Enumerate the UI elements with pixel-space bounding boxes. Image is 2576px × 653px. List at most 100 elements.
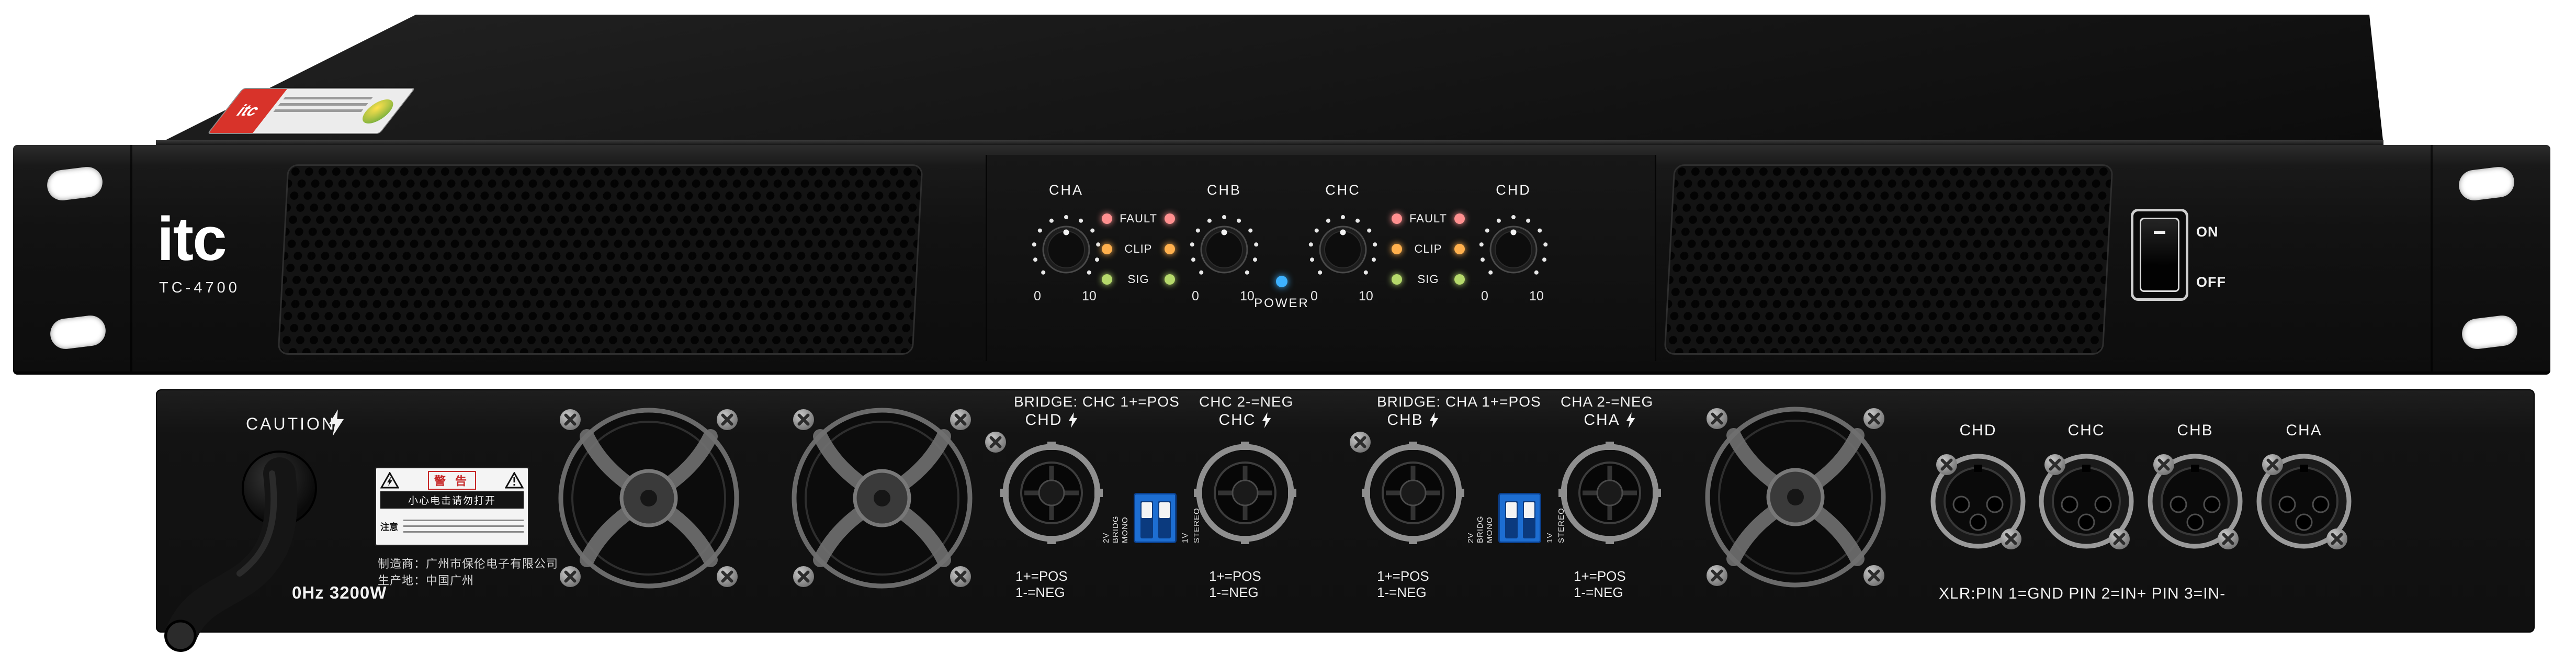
- caution-label: CAUTION: [246, 414, 336, 433]
- knob-scale-min: 0: [1192, 289, 1199, 303]
- screw: [793, 409, 814, 430]
- warning-subtitle: 小心电击请勿打开: [380, 491, 524, 509]
- rocker-on-mark: [2154, 231, 2165, 234]
- cooling-fan: [1701, 403, 1890, 591]
- channel-label-chb: CHB: [1206, 182, 1241, 198]
- led-cluster-ab: FAULT CLIP SIG: [1102, 211, 1175, 290]
- clip-led: [1454, 244, 1465, 254]
- speakon-connector-cha[interactable]: [1557, 441, 1662, 545]
- signal-led: [1392, 274, 1402, 285]
- mode-dip-switch-cd[interactable]: [1134, 493, 1177, 543]
- fault-led: [1392, 213, 1402, 224]
- left-ear-seam: [130, 145, 132, 371]
- brand-logo: itc: [157, 205, 227, 274]
- knob-scale-min: 0: [1481, 289, 1488, 303]
- cooling-fan: [555, 404, 743, 592]
- clip-led-label: CLIP: [1414, 242, 1442, 255]
- bridge-note-cd: BRIDGE: CHC 1+=POS: [1014, 393, 1180, 410]
- led-cluster-cd: FAULT CLIP SIG: [1392, 211, 1465, 290]
- screw: [560, 409, 581, 430]
- hazard-bolt-icon: [1429, 412, 1439, 428]
- speakon-connector-chd[interactable]: [999, 441, 1104, 545]
- xlr-pinout-note: XLR:PIN 1=GND PIN 2=IN+ PIN 3=IN-: [1939, 585, 2226, 602]
- screw: [1350, 432, 1371, 453]
- screw: [717, 409, 738, 430]
- speakon-label-cha: CHA: [1557, 411, 1662, 429]
- chassis-top-surface: [156, 15, 2383, 145]
- screw: [717, 566, 738, 587]
- warning-fine-print: [403, 515, 524, 537]
- signal-led-label: SIG: [1127, 273, 1149, 286]
- screw: [950, 409, 971, 430]
- warning-title: 警 告: [427, 471, 477, 490]
- signal-led: [1102, 274, 1112, 285]
- signal-led: [1454, 274, 1465, 285]
- screw: [2218, 528, 2239, 549]
- screw: [793, 566, 814, 587]
- clip-led: [1392, 244, 1402, 254]
- knob-scale-min: 0: [1034, 289, 1041, 303]
- channel-label-chc: CHC: [1325, 182, 1361, 198]
- power-rocker[interactable]: [2140, 218, 2179, 292]
- screw: [2262, 454, 2283, 475]
- signal-led-label: SIG: [1417, 273, 1439, 286]
- xlr-label-cha: CHA: [2286, 422, 2322, 439]
- clip-led: [1164, 244, 1175, 254]
- screw: [985, 432, 1006, 453]
- cooling-fan: [788, 404, 976, 592]
- hazard-bolt-icon: [1261, 412, 1272, 428]
- screw: [2001, 528, 2021, 549]
- screw: [1863, 565, 1884, 586]
- speakon-label-chc: CHC: [1193, 411, 1297, 429]
- right-ear-seam: [2431, 145, 2433, 371]
- screw: [2109, 528, 2130, 549]
- rear-panel: [156, 389, 2535, 633]
- fault-led-label: FAULT: [1120, 212, 1157, 225]
- fault-led-label: FAULT: [1409, 212, 1447, 225]
- channel-label-chd: CHD: [1496, 182, 1531, 198]
- warning-exclamation-triangle-icon: [505, 472, 524, 489]
- knob-scale-min: 0: [1310, 289, 1318, 303]
- speakon-connector-chc[interactable]: [1193, 441, 1297, 545]
- switch-on-label: ON: [2196, 224, 2219, 240]
- screw: [1863, 408, 1884, 429]
- screw: [560, 566, 581, 587]
- speakon-label-chd: CHD: [999, 411, 1104, 429]
- mode-dip-switch-ab[interactable]: [1498, 493, 1541, 543]
- screw: [2153, 454, 2174, 475]
- manufacture-place-line: 生产地：中国广州: [378, 574, 474, 587]
- power-rating: 0Hz 3200W: [292, 583, 387, 602]
- knob-scale-max: 10: [1240, 289, 1255, 303]
- fault-led: [1102, 213, 1112, 224]
- power-led-label: POWER: [1254, 296, 1309, 310]
- xlr-label-chc: CHC: [2067, 422, 2105, 439]
- warning-label: 警 告 小心电击请勿打开 注意: [375, 467, 529, 546]
- screw: [2326, 528, 2347, 549]
- clip-led: [1102, 244, 1112, 254]
- switch-off-label: OFF: [2196, 274, 2226, 290]
- screw: [2044, 454, 2065, 475]
- hazard-bolt-icon: [1625, 412, 1636, 428]
- xlr-label-chd: CHD: [1959, 422, 1997, 439]
- speakon-label-chb: CHB: [1361, 411, 1465, 429]
- clip-led-label: CLIP: [1124, 242, 1153, 255]
- speakon-connector-chb[interactable]: [1361, 441, 1465, 545]
- screw: [1707, 408, 1727, 429]
- xlr-label-chb: CHB: [2177, 422, 2213, 439]
- channel-label-cha: CHA: [1048, 182, 1083, 198]
- bridge-note-ab: BRIDGE: CHA 1+=POS: [1377, 393, 1541, 410]
- power-led: [1276, 276, 1287, 287]
- front-top-edge-highlight: [156, 140, 2383, 145]
- screw: [950, 566, 971, 587]
- fault-led: [1164, 213, 1175, 224]
- power-switch[interactable]: [2131, 209, 2188, 301]
- hazard-bolt-icon: [1068, 412, 1078, 428]
- screw: [1936, 454, 1957, 475]
- knob-scale-max: 10: [1082, 289, 1097, 303]
